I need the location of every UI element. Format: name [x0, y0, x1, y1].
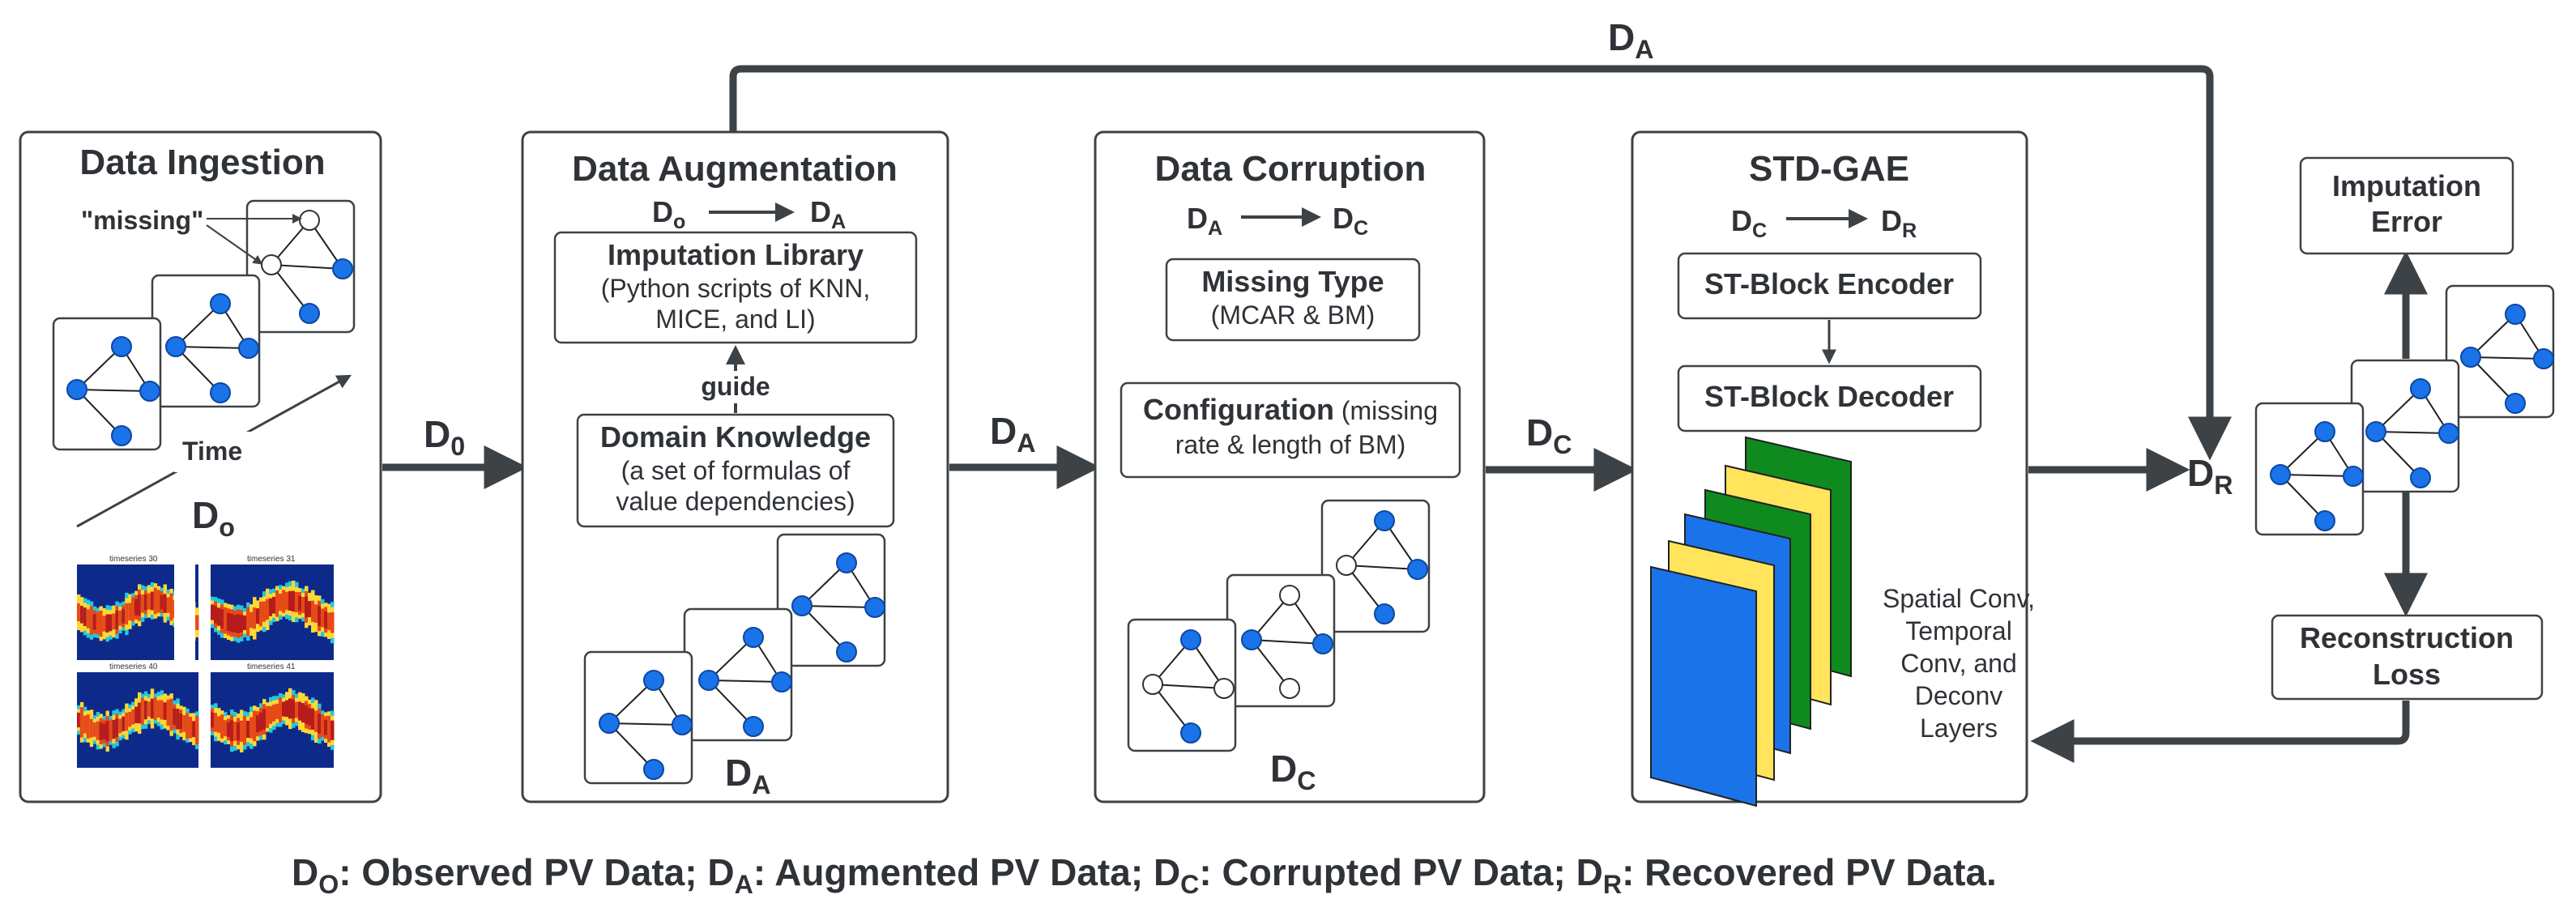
augmentation-d-label: DA: [725, 752, 770, 799]
da-top-label: DA: [1608, 16, 1653, 64]
st-block-decoder-label: ST-Block Decoder: [1704, 380, 1954, 413]
missing-pointer-2: [206, 224, 263, 265]
st-block-encoder-box: [1677, 252, 1982, 320]
heatmap-title-3: timeseries 40: [109, 663, 158, 671]
ingestion-d-label: Do: [192, 494, 235, 542]
imputation-library-line1: (Python scripts of KNN,: [601, 274, 871, 303]
conv-layer-stack: [1650, 436, 1852, 807]
configuration-box: [1120, 381, 1461, 479]
configuration-line1: Configuration (missing: [1143, 393, 1438, 426]
reconstruction-loss-line2: Loss: [2373, 658, 2441, 691]
da-feedback-arrow: [729, 65, 2232, 461]
dr-label: DR: [2187, 452, 2233, 500]
augmentation-title: Data Augmentation: [572, 149, 898, 189]
imputation-library-box: [553, 231, 918, 344]
missing-label: "missing": [81, 206, 203, 235]
corruption-flow-to: DC: [1333, 202, 1368, 240]
layers-line-2: Temporal: [1905, 616, 2012, 645]
heatmap-title-1: timeseries 30: [109, 555, 158, 564]
imputation-error-line1: Imputation: [2332, 169, 2481, 202]
layers-line-4: Deconv: [1915, 681, 2003, 710]
panel-data-corruption: Data Corruption DA DC Missing Type (MCAR…: [1094, 130, 1486, 803]
reconstruction-loss-line1: Reconstruction: [2300, 621, 2514, 654]
domain-knowledge-line2: value dependencies): [616, 487, 855, 516]
domain-knowledge-box: [576, 413, 895, 528]
panel-std-gae: STD-GAE DC DR ST-Block Encoder ST-Block …: [1631, 130, 2035, 807]
heatmap-cell: [77, 563, 199, 662]
missing-type-body: (MCAR & BM): [1211, 300, 1375, 330]
da-mid-label: DA: [990, 410, 1035, 458]
layers-line-1: Spatial Conv,: [1883, 584, 2035, 613]
domain-knowledge-title: Domain Knowledge: [600, 420, 871, 454]
reconstruction-feedback-arrow: [2030, 701, 2410, 763]
corruption-d-label: DC: [1270, 748, 1316, 795]
domain-knowledge-line1: (a set of formulas of: [621, 456, 851, 485]
heatmap-title-2: timeseries 31: [247, 555, 296, 564]
imputation-library-title: Imputation Library: [608, 238, 864, 271]
stdgae-title: STD-GAE: [1749, 149, 1909, 189]
panel-data-ingestion: Data Ingestion "missing" Time Do t: [19, 130, 382, 803]
missing-type-box: [1165, 258, 1421, 342]
heatmap-cell: [77, 672, 199, 768]
stdgae-flow-from: DC: [1731, 204, 1767, 242]
conv-layer: [1650, 565, 1757, 807]
imputation-error-box: [2299, 156, 2514, 255]
layers-line-5: Layers: [1920, 714, 1998, 743]
panel-data-augmentation: Data Augmentation Do DA Imputation Libra…: [521, 130, 949, 803]
time-label: Time: [182, 437, 242, 466]
heatmap-title-4: timeseries 41: [247, 663, 296, 671]
st-block-encoder-label: ST-Block Encoder: [1704, 267, 1954, 300]
legend: DO: Observed PV Data; DA: Augmented PV D…: [292, 851, 1997, 899]
augmentation-flow-from: Do: [652, 195, 685, 233]
augmentation-flow-to: DA: [810, 195, 846, 233]
layers-line-3: Conv, and: [1900, 649, 2017, 678]
heatmap-cell: [211, 672, 335, 768]
st-block-decoder-box: [1677, 364, 1982, 432]
stdgae-flow-to: DR: [1881, 204, 1917, 242]
missing-type-title: Missing Type: [1201, 265, 1384, 298]
heatmap-cell: [211, 565, 335, 660]
imputation-error-line2: Error: [2371, 205, 2442, 238]
guide-label: guide: [701, 372, 770, 401]
configuration-line2: rate & length of BM): [1175, 430, 1406, 459]
corruption-flow-from: DA: [1187, 202, 1222, 240]
legend-line: DO: Observed PV Data; DA: Augmented PV D…: [292, 851, 1997, 899]
imputation-library-line2: MICE, and LI): [655, 305, 815, 334]
output-section: Imputation Error Reconstruction Loss: [2030, 156, 2555, 763]
heatmap-grid: timeseries 30 timeseries 31 timeseries 4…: [77, 555, 335, 768]
ingestion-title: Data Ingestion: [79, 143, 325, 182]
corruption-title: Data Corruption: [1155, 149, 1427, 189]
dc-label: DC: [1526, 411, 1572, 459]
d0-label: D0: [424, 413, 465, 461]
reconstruction-loss-box: [2271, 614, 2544, 701]
